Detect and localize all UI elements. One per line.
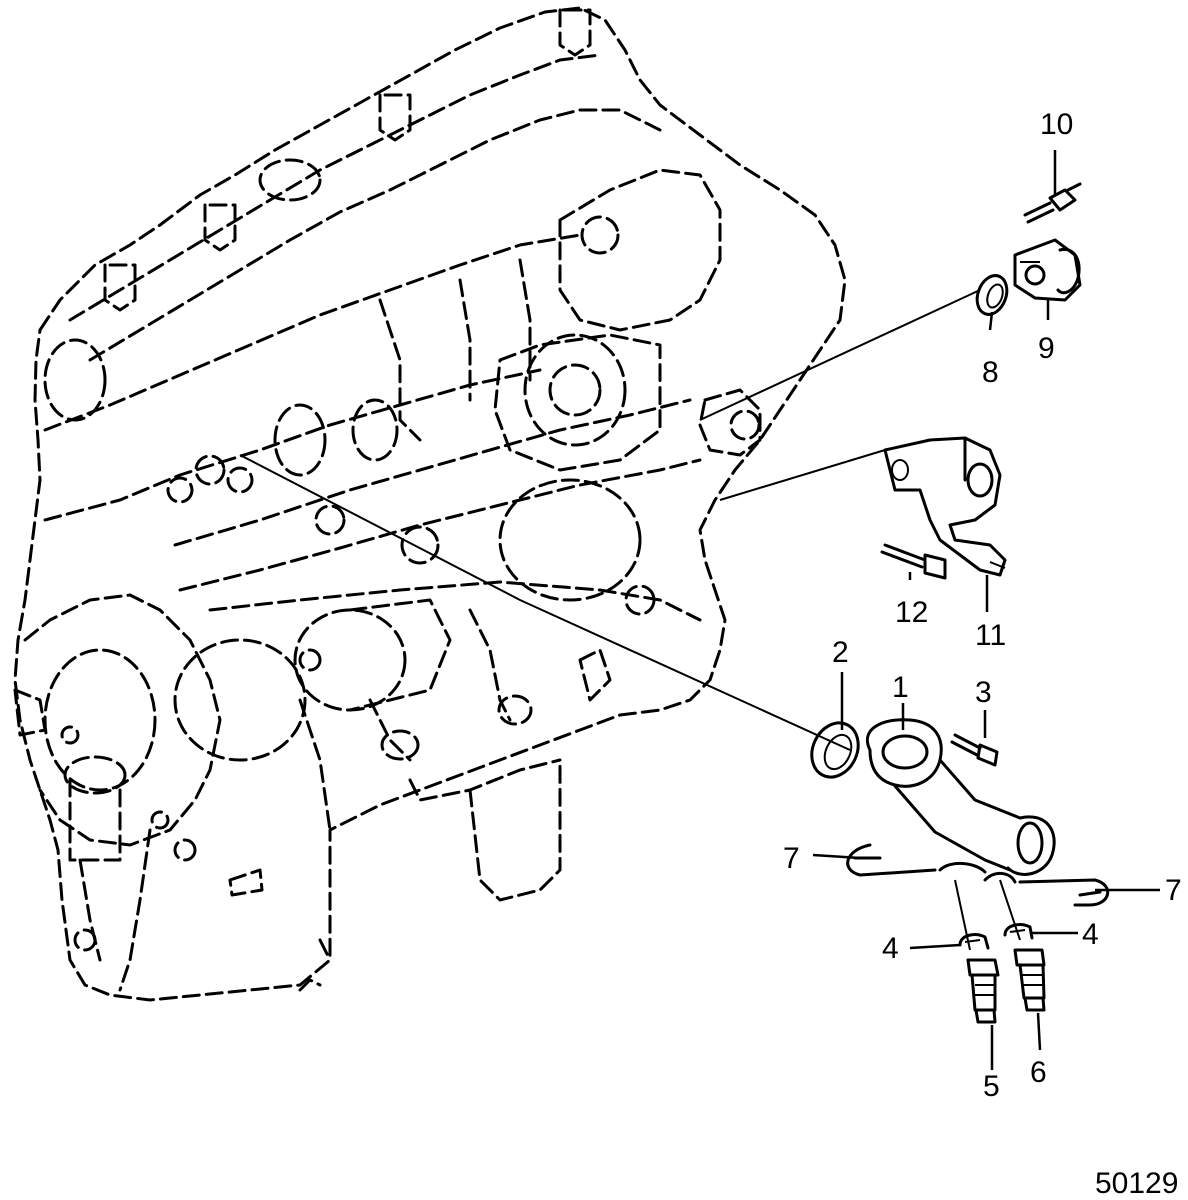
callout-6: 6 bbox=[1030, 1056, 1047, 1089]
part-sensor-5 bbox=[954, 879, 1000, 1024]
callout-11: 11 bbox=[975, 619, 1006, 652]
callout-2: 2 bbox=[832, 636, 849, 669]
callout-leaders bbox=[812, 150, 1160, 1070]
callout-labels: 1 2 3 4 4 5 6 7 7 8 9 10 11 12 bbox=[783, 108, 1182, 1103]
callout-3: 3 bbox=[975, 676, 992, 709]
callout-4-right: 4 bbox=[1082, 918, 1099, 951]
part-screw-3 bbox=[950, 733, 999, 767]
part-washer-left bbox=[958, 933, 990, 950]
part-gasket bbox=[810, 721, 860, 779]
engine-block-illustration bbox=[13, 6, 847, 1002]
callout-4-left: 4 bbox=[882, 932, 899, 965]
part-bolt-10 bbox=[1023, 182, 1082, 224]
image-reference-code: 50129 bbox=[1095, 1167, 1178, 1200]
callout-7-right: 7 bbox=[1165, 874, 1182, 907]
part-clip-right bbox=[1018, 878, 1109, 907]
part-sensor-6 bbox=[999, 879, 1046, 1012]
callout-9: 9 bbox=[1038, 332, 1055, 365]
part-bracket bbox=[883, 436, 1007, 577]
callout-5: 5 bbox=[983, 1070, 1000, 1103]
part-thermostat-housing bbox=[866, 718, 1056, 884]
callout-8: 8 bbox=[982, 356, 999, 389]
callout-12: 12 bbox=[895, 596, 928, 629]
callout-7-left: 7 bbox=[783, 842, 800, 875]
callout-10: 10 bbox=[1040, 108, 1073, 141]
part-sensor-housing bbox=[1013, 238, 1082, 302]
alignment-lines bbox=[239, 289, 981, 751]
callout-1: 1 bbox=[892, 671, 909, 704]
part-o-ring bbox=[975, 274, 1009, 316]
part-clip-left bbox=[846, 843, 937, 877]
part-bolt-12 bbox=[880, 543, 947, 580]
